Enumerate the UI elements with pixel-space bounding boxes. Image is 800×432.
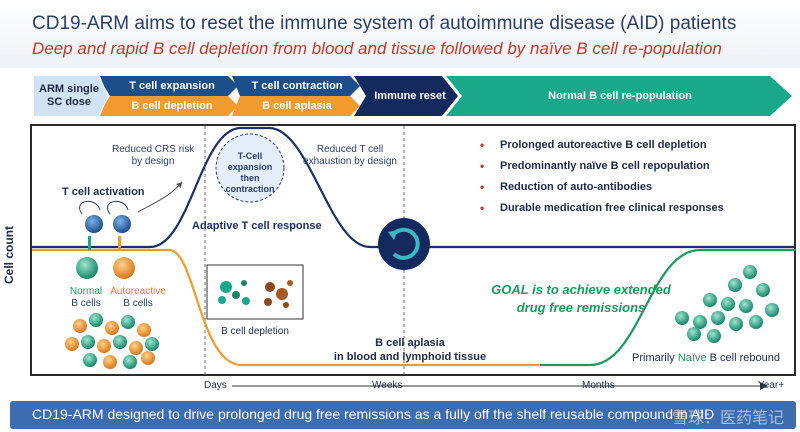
reduced-crs-line2: by design (131, 156, 175, 167)
phase2-bottom-chevron (100, 96, 238, 116)
b-cell-curve (32, 248, 540, 367)
phase2-top-label: T cell expansion (129, 80, 215, 92)
rebound-naive: Naïve (677, 352, 707, 364)
x-tick-days: Days (204, 380, 227, 391)
phase2-top-chevron (100, 76, 238, 96)
phase1-line2: SC dose (46, 96, 91, 108)
reduced-exhaustion-line1: Reduced T cell (316, 144, 384, 155)
benefits-list: • Prolonged autoreactive B cell depletion… (476, 138, 724, 223)
phase3-bottom-chevron (232, 96, 360, 116)
t-cell-circle-label: T-Cell expansion then contraction (218, 151, 282, 195)
autoreactive-b-line2: B cells (123, 298, 153, 309)
reduced-crs-line1: Reduced CRS risk (112, 144, 195, 155)
list-item: • Durable medication free clinical respon… (476, 201, 724, 223)
x-tick-months: Months (582, 380, 615, 391)
connector-2 (118, 236, 121, 250)
footer-text: CD19-ARM designed to drive prolonged dru… (32, 406, 715, 422)
t-cell-circle-line1: T-Cell (237, 151, 263, 161)
list-item: • Prolonged autoreactive B cell depletion (476, 138, 724, 160)
autoreactive-b-line1: Autoreactive (110, 286, 166, 297)
t-cell-1-loop (79, 200, 101, 215)
activation-arrow-head (176, 182, 182, 188)
bullet-text: Predominantly naïve B cell repopulation (500, 160, 710, 172)
x-tick-year: Year+ (758, 380, 785, 391)
bullet-text: Prolonged autoreactive B cell depletion (500, 139, 707, 151)
t-cell-curve (32, 126, 796, 249)
connector-1 (88, 236, 91, 250)
b-aplasia-line2: in blood and lymphoid tissue (333, 351, 487, 363)
normal-b-line1: Normal (69, 286, 103, 297)
normal-b-cell (76, 257, 98, 279)
goal-label: GOAL is to achieve extended drug free re… (466, 281, 696, 317)
b-aplasia-line1: B cell aplasia (375, 337, 445, 349)
goal-line2: drug free remissions (516, 300, 646, 315)
footer-banner: CD19-ARM designed to drive prolonged dru… (10, 401, 796, 429)
phase4-chevron (354, 76, 458, 116)
reset-arrow-head (388, 230, 398, 240)
phase3-bottom-label: B cell aplasia (262, 100, 332, 112)
reduced-crs-label: Reduced CRS risk by design (112, 144, 194, 168)
adaptive-response-label: Adaptive T cell response (192, 220, 322, 232)
b-aplasia-label: B cell aplasia in blood and lymphoid tis… (330, 336, 490, 364)
phase1-chevron (34, 76, 108, 116)
autoreactive-b-label: Autoreactive B cells (108, 286, 168, 310)
phase2-bottom-label: B cell depletion (131, 100, 213, 112)
normal-b-label: Normal B cells (62, 286, 110, 310)
normal-b-line2: B cells (71, 298, 101, 309)
page-title: CD19-ARM aims to reset the immune system… (32, 13, 737, 34)
phase5-chevron (446, 76, 792, 116)
page-subtitle: Deep and rapid B cell depletion from blo… (32, 39, 722, 58)
list-item: • Reduction of auto-antibodies (476, 180, 724, 202)
b-depletion-box (206, 264, 304, 320)
x-tick-weeks: Weeks (372, 380, 403, 391)
autoreactive-b-cell (113, 257, 135, 279)
b-cell-rebound-curve (540, 248, 796, 367)
phase1-line1: ARM single (39, 83, 99, 95)
t-cell-2 (113, 215, 131, 233)
bullet-dot-icon: • (480, 180, 485, 194)
t-cell-1 (85, 215, 103, 233)
b-cell-cluster (65, 313, 159, 369)
header: CD19-ARM aims to reset the immune system… (0, 0, 800, 68)
rebound-pre: Primarily (632, 352, 678, 364)
immune-reset-icon (378, 218, 430, 270)
t-cell-circle-line3: then (240, 173, 260, 183)
t-cell-expansion-circle (215, 133, 285, 203)
naive-b-cell-cluster (675, 265, 779, 343)
rebound-label: Primarily Naïve B cell rebound (632, 352, 780, 364)
bullet-dot-icon: • (480, 201, 485, 215)
b-depletion-label: B cell depletion (221, 326, 289, 337)
t-cell-2-loop (107, 200, 129, 215)
rebound-post: B cell rebound (706, 352, 780, 364)
bullet-text: Reduction of auto-antibodies (500, 181, 653, 193)
y-axis-label: Cell count (2, 225, 16, 284)
bullet-dot-icon: • (480, 138, 485, 152)
phase3-top-label: T cell contraction (251, 80, 343, 92)
goal-line1: GOAL is to achieve extended (491, 282, 671, 297)
t-cell-activation-label: T cell activation (62, 186, 145, 198)
t-cell-circle-line2: expansion (227, 162, 273, 172)
phase3-top-chevron (232, 76, 360, 96)
reset-arrow-icon (390, 227, 420, 260)
phase4-label: Immune reset (374, 90, 446, 102)
bullet-dot-icon: • (480, 159, 485, 173)
list-item: • Predominantly naïve B cell repopulation (476, 159, 724, 181)
t-cell-circle-line4: contraction (225, 184, 275, 194)
phase5-label: Normal B cell re-population (548, 90, 692, 102)
watermark: 雪球：医药笔记 (671, 408, 784, 427)
reduced-exhaustion-line2: exhaustion by design (303, 156, 397, 167)
phase1-label: ARM single SC dose (34, 83, 104, 109)
depleted-cells (218, 280, 293, 308)
reduced-exhaustion-label: Reduced T cell exhaustion by design (300, 144, 400, 168)
x-axis-arrowhead (760, 382, 768, 390)
bullet-text: Durable medication free clinical respons… (500, 202, 724, 214)
